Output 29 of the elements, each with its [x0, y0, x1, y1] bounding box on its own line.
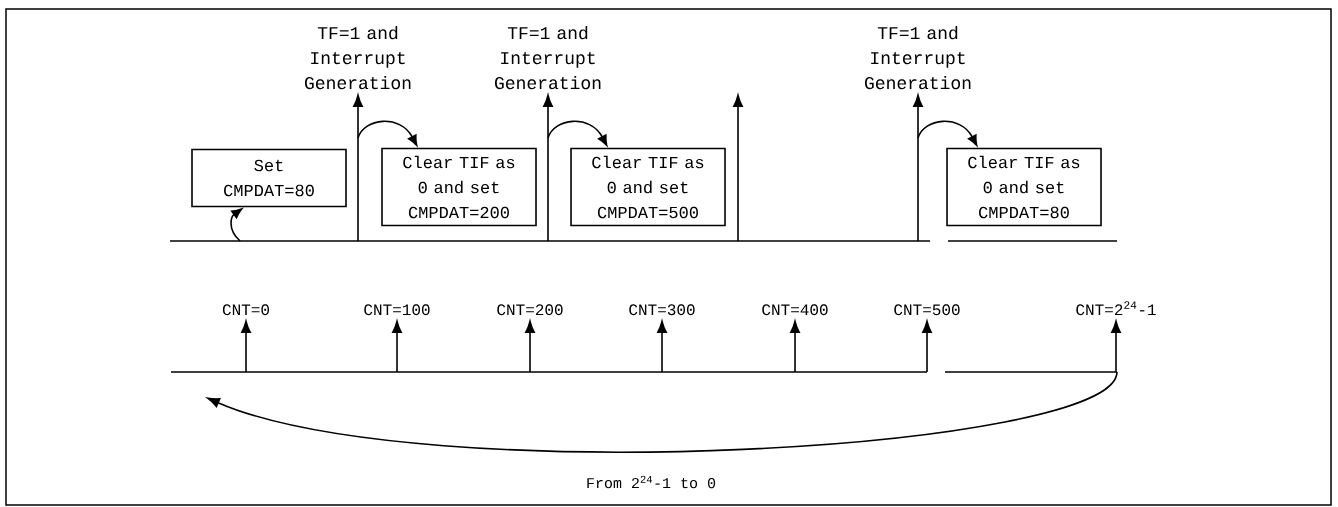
- arrow: [790, 320, 800, 373]
- arrow: [357, 120, 418, 146]
- arrow: [547, 120, 608, 146]
- arrow: [917, 120, 978, 146]
- counter-label: CNT=500: [894, 304, 960, 316]
- arrow: [922, 320, 932, 373]
- arrow: [657, 320, 667, 373]
- arrow: [230, 208, 243, 242]
- event-label: TF=1 and Interrupt Generation: [305, 26, 411, 90]
- arrow-label: From 2$^{24}$-1 to 0: [584, 474, 718, 490]
- event-label: TF=1 and Interrupt Generation: [865, 26, 971, 90]
- arrow: [353, 94, 363, 242]
- counter-label: CNT=300: [629, 304, 695, 316]
- arrow: [392, 320, 402, 373]
- action-box: Clear TIF as 0 and set CMPDAT=500: [570, 147, 726, 227]
- arrow: [241, 320, 251, 373]
- arrow: [1111, 320, 1121, 373]
- counter-label: CNT=100: [364, 304, 430, 316]
- action-box: Set CMPDAT=80: [191, 148, 347, 208]
- event-label: TF=1 and Interrupt Generation: [495, 26, 601, 90]
- counter-label: CNT=200: [497, 304, 563, 316]
- counter-label: CNT=2$^{24}$-1: [1076, 301, 1156, 316]
- action-box: Clear TIF as 0 and set CMPDAT=80: [946, 147, 1102, 227]
- counter-label: CNT=0: [222, 304, 269, 316]
- arrow: [913, 94, 923, 242]
- counter-label: CNT=400: [762, 304, 828, 316]
- arrow: [543, 94, 553, 242]
- arrow: [525, 320, 535, 373]
- action-box: Clear TIF as 0 and set CMPDAT=200: [381, 147, 537, 227]
